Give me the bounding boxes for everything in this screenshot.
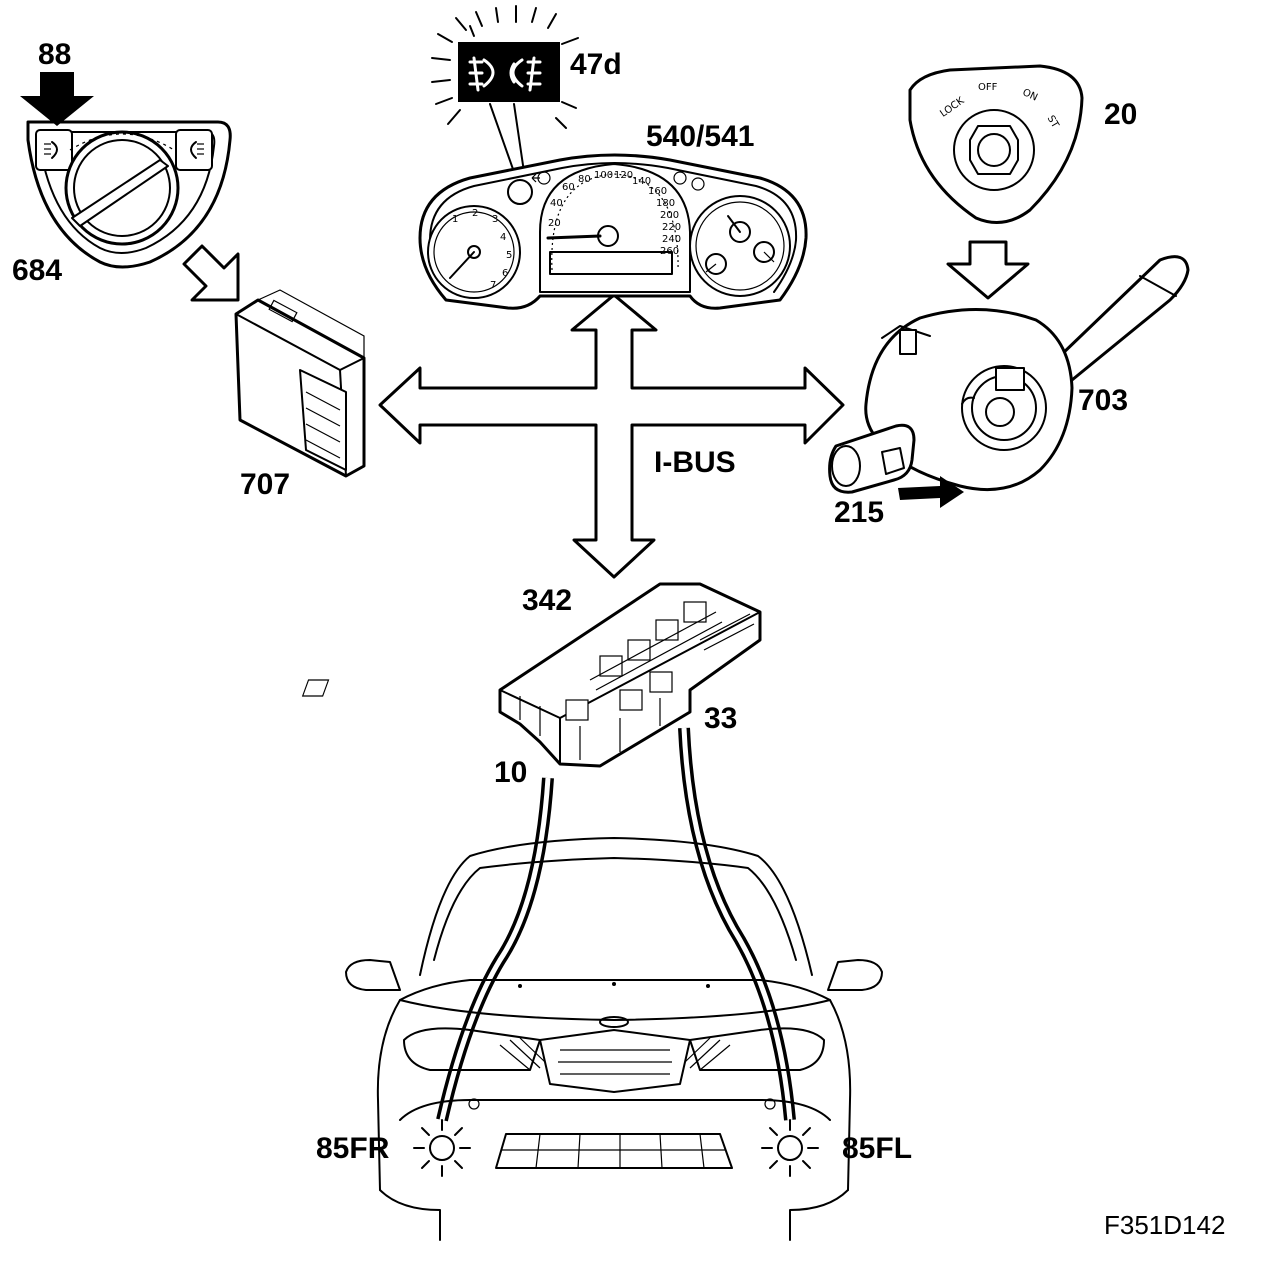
label-85FL: 85FL [842, 1132, 912, 1165]
svg-text:4: 4 [500, 232, 506, 243]
svg-text:6: 6 [502, 268, 508, 279]
labels: 88 684 47d 540/541 20 707 703 215 I-BUS … [12, 38, 1225, 1240]
label-215: 215 [834, 496, 884, 529]
wire-to-85FR [436, 777, 554, 1122]
fog-light-icon-left [44, 141, 58, 159]
label-10: 10 [494, 756, 527, 789]
signal-arrow-ignition-to-module [946, 240, 1030, 300]
svg-text:20: 20 [548, 218, 561, 229]
label-88: 88 [38, 38, 71, 71]
svg-text:200: 200 [660, 210, 679, 221]
car-front [345, 837, 883, 1241]
fog-light-icon-right [190, 141, 204, 159]
label-i-bus: I-BUS [654, 446, 736, 479]
signal-arrow-switch-to-module [182, 244, 240, 302]
svg-text:5: 5 [506, 250, 512, 261]
figure-id: F351D142 [1104, 1210, 1225, 1240]
steering-column-module [864, 255, 1190, 492]
svg-text:40: 40 [550, 198, 563, 209]
stalk-switch [828, 423, 964, 508]
light-switch [26, 120, 232, 269]
indicator-arrow-88 [20, 72, 94, 126]
svg-text:2: 2 [472, 208, 478, 219]
control-module [234, 289, 366, 478]
svg-text:180: 180 [656, 198, 675, 209]
svg-text:100: 100 [594, 170, 613, 181]
ibus-arrows [378, 293, 845, 579]
svg-text:220: 220 [662, 222, 681, 233]
fuse-box [301, 582, 762, 768]
svg-text:240: 240 [662, 234, 681, 245]
svg-text:160: 160 [648, 186, 667, 197]
lamp-rays [431, 5, 579, 129]
svg-text:60: 60 [562, 182, 575, 193]
fog-lamp-85FR [413, 1119, 471, 1177]
ignition-switch: LOCK OFF ON ST [908, 64, 1084, 224]
label-707: 707 [240, 468, 290, 501]
wire-to-85FL [678, 727, 796, 1121]
label-684: 684 [12, 254, 62, 287]
svg-text:80: 80 [578, 174, 591, 185]
label-85FR: 85FR [316, 1132, 390, 1165]
warning-lamp-47d [431, 5, 579, 173]
svg-text:OFF: OFF [978, 82, 998, 93]
label-342: 342 [522, 584, 572, 617]
label-540-541: 540/541 [646, 120, 754, 153]
fog-lamp-85FL [761, 1119, 819, 1177]
svg-text:3: 3 [492, 214, 498, 225]
label-20: 20 [1104, 98, 1137, 131]
svg-text:1: 1 [452, 214, 458, 225]
svg-text:120: 120 [614, 170, 633, 181]
label-703: 703 [1078, 384, 1128, 417]
svg-text:7: 7 [490, 280, 496, 291]
svg-text:140: 140 [632, 176, 651, 187]
label-33: 33 [704, 702, 737, 735]
label-47d: 47d [570, 48, 622, 81]
